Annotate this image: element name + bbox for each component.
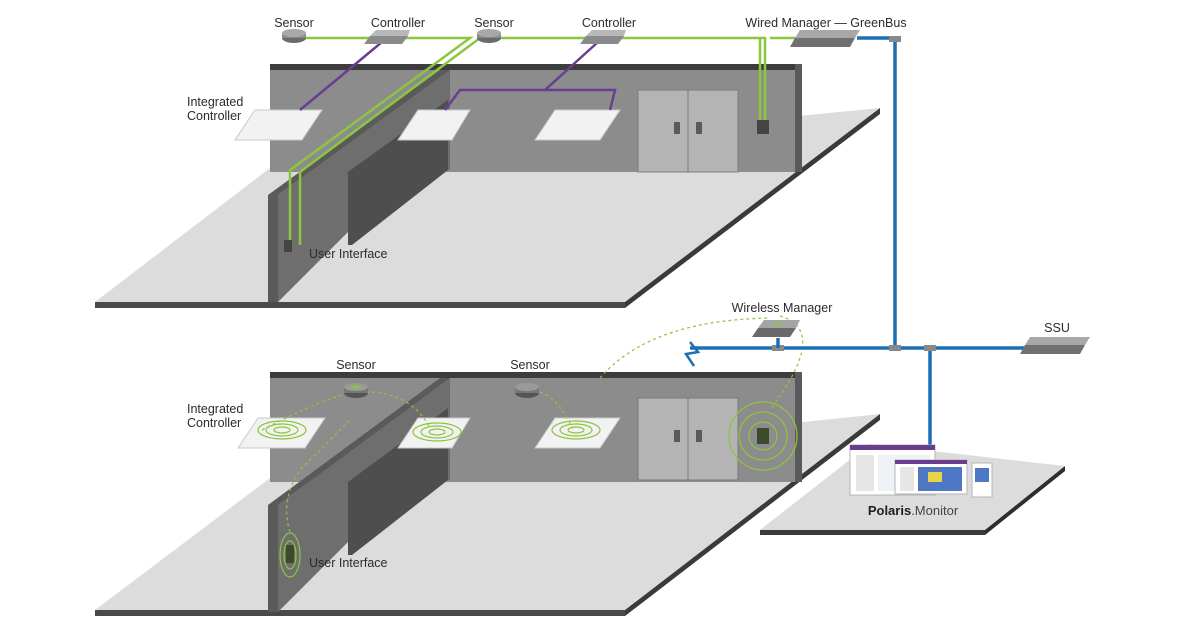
top-controller-1-icon [364, 30, 410, 44]
backbone [683, 36, 1030, 445]
top-controller-2-icon [580, 30, 626, 44]
polaris-brand: Polaris [868, 503, 911, 518]
bottom-floor [95, 315, 880, 616]
label-top-integrated-line2: Controller [187, 109, 241, 123]
label-bottom-integrated-line1: Integrated [187, 402, 243, 416]
top-ui-device [284, 240, 292, 252]
label-top-controller-1: Controller [371, 16, 425, 30]
top-floor-right-edge [625, 108, 880, 308]
wireless-dash-manager [599, 317, 771, 379]
bottom-wireless-rings [257, 401, 798, 578]
ssu-icon [1020, 337, 1090, 354]
label-wireless-manager: Wireless Manager [732, 301, 833, 315]
label-top-sensor-1: Sensor [274, 16, 314, 30]
label-wired-manager: Wired Manager — GreenBus [745, 16, 906, 30]
top-floor [95, 29, 880, 308]
bottom-ui-device [286, 545, 294, 563]
top-panel-1 [234, 109, 323, 141]
bottom-wall-device [757, 428, 769, 444]
label-top-controller-2: Controller [582, 16, 636, 30]
label-polaris-monitor: Polaris.Monitor [868, 503, 959, 518]
top-green-bus-3 [298, 36, 481, 245]
monitor-screen-icon [849, 444, 993, 498]
label-top-user-interface: User Interface [309, 247, 388, 261]
top-purple-link-2 [444, 41, 599, 111]
top-purple-link-3 [545, 88, 617, 111]
label-top-sensor-2: Sensor [474, 16, 514, 30]
top-green-bus-2 [288, 36, 474, 245]
label-bottom-sensor-2: Sensor [510, 358, 550, 372]
label-bottom-sensor-1: Sensor [336, 358, 376, 372]
blue-backbone-top [857, 36, 897, 348]
bottom-sensor-1-icon [344, 383, 368, 398]
top-sensor-2-icon [477, 29, 501, 43]
top-panel-3 [534, 109, 621, 141]
polaris-suffix: .Monitor [911, 503, 959, 518]
bottom-sensor-2-icon [515, 383, 539, 398]
label-bottom-user-interface: User Interface [309, 556, 388, 570]
top-wall-device [757, 120, 769, 134]
top-wall-right-end [795, 64, 802, 172]
label-ssu: SSU [1044, 321, 1070, 335]
top-sensor-1-icon [282, 29, 306, 43]
top-back-wall-top [270, 64, 795, 70]
lightning-bolt-icon [683, 341, 701, 367]
top-purple-link-1 [299, 41, 383, 111]
top-panel-2 [397, 109, 471, 141]
label-top-integrated-line1: Integrated [187, 95, 243, 109]
wireless-manager-icon [752, 320, 800, 337]
top-floor-edge [95, 302, 625, 308]
label-bottom-integrated-line2: Controller [187, 416, 241, 430]
wired-manager-icon [790, 30, 860, 47]
